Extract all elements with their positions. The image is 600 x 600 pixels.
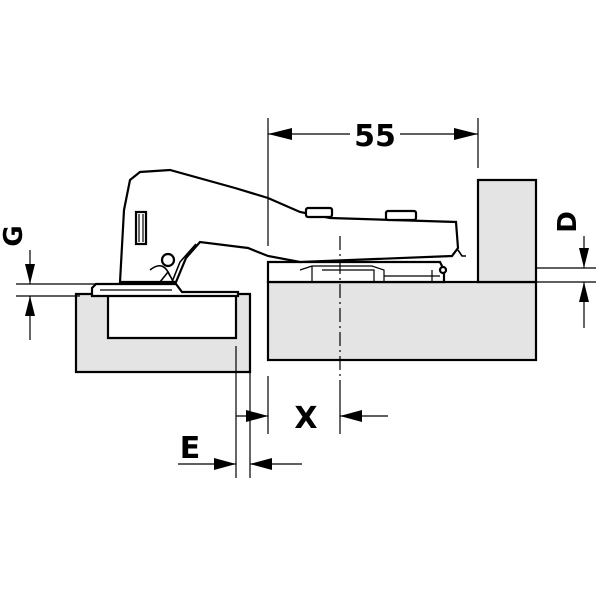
dimension-e-label: E — [180, 431, 201, 466]
dimension-x-label: X — [294, 401, 317, 436]
dimension-x: X — [236, 376, 388, 436]
dimension-e: E — [178, 346, 302, 478]
dimension-55: 55 — [267, 118, 479, 246]
door-panel — [266, 280, 538, 362]
right-cabinet-side — [476, 178, 538, 284]
mounting-plate — [266, 260, 448, 284]
dimension-d-label: D — [553, 211, 583, 233]
dimension-g: G — [0, 225, 112, 340]
left-cabinet-panel — [74, 292, 252, 374]
dimension-g-label: G — [0, 225, 29, 246]
hinge-cup — [90, 282, 240, 298]
dimension-d: D — [536, 211, 596, 328]
dimension-55-label: 55 — [354, 119, 396, 154]
